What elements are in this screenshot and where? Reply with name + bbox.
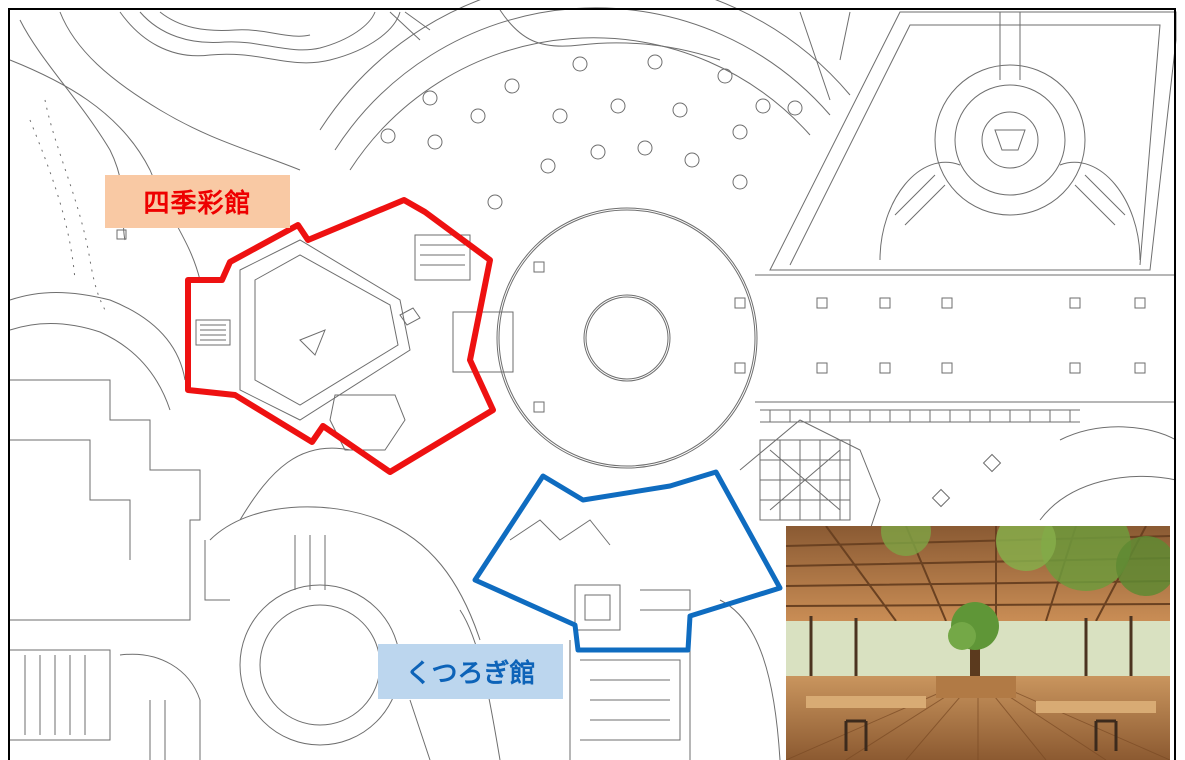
interior-photo: [786, 526, 1170, 760]
shikisai-kan-label: 四季彩館: [105, 175, 290, 228]
garden-triangle: [769, 11, 1177, 271]
left-path-line: [9, 59, 201, 281]
pillar-circles: [380, 54, 803, 210]
kutsurogi-kan-label: くつろぎ館: [378, 644, 563, 699]
kutsurogi-outline: [472, 469, 783, 653]
square-pillars: [116, 229, 1146, 413]
shikisai-outline: [185, 197, 496, 475]
plaza-outer-arc: [319, 0, 851, 131]
